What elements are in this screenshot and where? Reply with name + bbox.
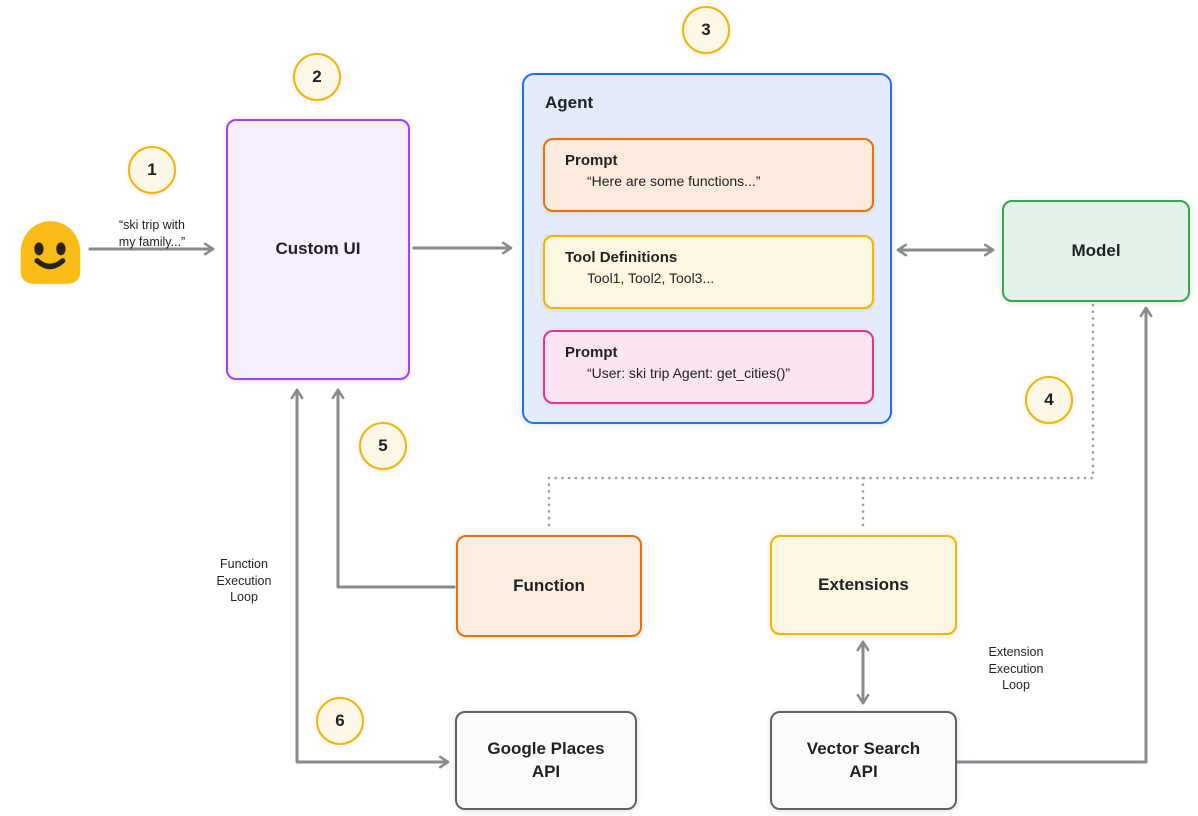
prompt-text: “User: ski trip Agent: get_cities()” xyxy=(587,365,791,381)
agent-box: Agent Prompt “Here are some functions...… xyxy=(522,73,892,424)
agent-prompt-functions-box: Prompt “Here are some functions...” xyxy=(543,138,874,212)
agent-title: Agent xyxy=(545,93,594,112)
prompt-title: Prompt xyxy=(565,152,618,169)
arrow-function-to-custom-ui xyxy=(331,388,456,589)
user-emoji-icon xyxy=(17,219,84,285)
function-execution-loop-label: Function Execution Loop xyxy=(216,557,272,604)
function-box: Function xyxy=(456,535,642,637)
google-places-api-box: Google Places API xyxy=(455,711,637,810)
extension-execution-loop-label: Extension Execution Loop xyxy=(988,645,1044,692)
step-badge-3: 3 xyxy=(682,6,730,54)
function-label: Function xyxy=(513,575,585,595)
agent-prompt-conversation-box: Prompt “User: ski trip Agent: get_cities… xyxy=(543,330,874,404)
vector-search-api-box: Vector Search API xyxy=(770,711,957,810)
step-badge-1: 1 xyxy=(128,146,176,194)
tool-definitions-title: Tool Definitions xyxy=(565,249,678,266)
step-badge-2: 2 xyxy=(293,53,341,101)
agent-tool-definitions-box: Tool Definitions Tool1, Tool2, Tool3... xyxy=(543,235,874,309)
model-label: Model xyxy=(1071,240,1121,260)
model-box: Model xyxy=(1002,200,1190,302)
prompt-text: “Here are some functions...” xyxy=(587,173,761,189)
step-badge-5: 5 xyxy=(359,422,407,470)
prompt-title: Prompt xyxy=(565,344,618,361)
user-message-label: “ski trip with my family...” xyxy=(118,218,186,249)
custom-ui-label: Custom UI xyxy=(275,239,361,259)
step-badge-6: 6 xyxy=(316,697,364,745)
extensions-box: Extensions xyxy=(770,535,957,635)
google-places-api-label: Google Places API xyxy=(487,739,605,781)
extensions-label: Extensions xyxy=(818,574,909,594)
vector-search-api-label: Vector Search API xyxy=(806,739,921,781)
tool-definitions-text: Tool1, Tool2, Tool3... xyxy=(587,270,715,286)
custom-ui-box: Custom UI xyxy=(226,119,410,380)
step-badge-4: 4 xyxy=(1025,376,1073,424)
